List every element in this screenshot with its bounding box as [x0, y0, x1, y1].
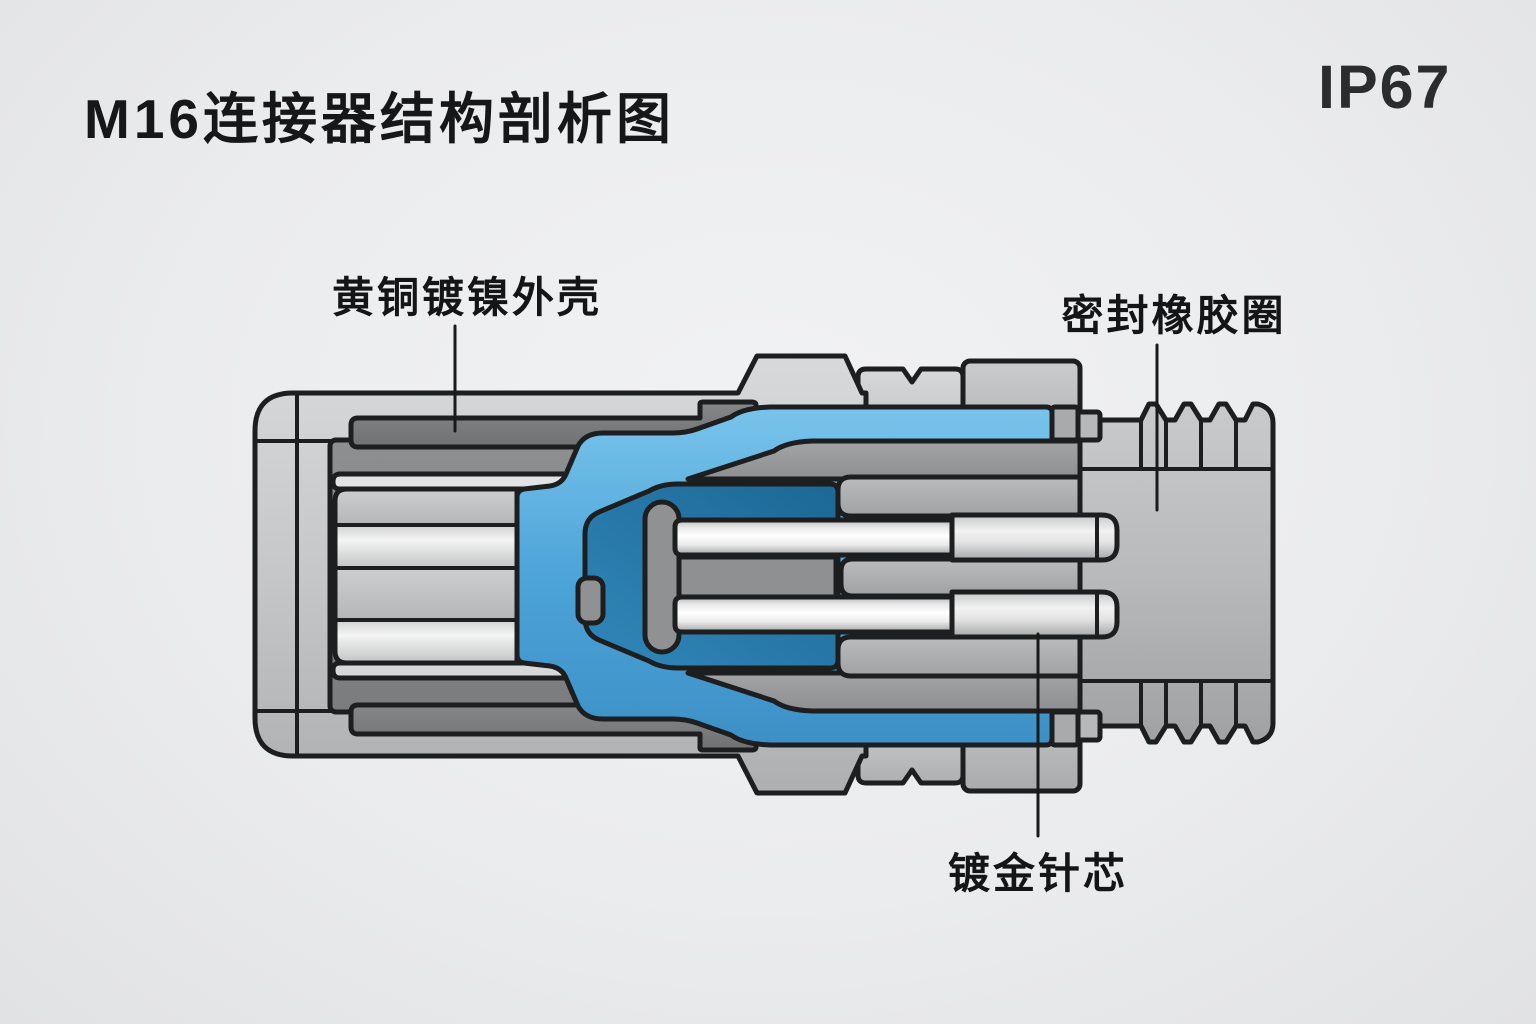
- callout-shell-label: 黄铜镀镍外壳: [331, 274, 603, 321]
- contact-holder-capsule: [642, 499, 682, 655]
- page-title: M16连接器结构剖析图: [84, 88, 675, 150]
- key-notch: [575, 575, 606, 626]
- cable-clamp-lamellae: [332, 486, 520, 666]
- shell-seams: [255, 393, 332, 756]
- pin-upper: [672, 517, 955, 558]
- threaded-body: [1049, 401, 1276, 748]
- contact-pins: [672, 512, 1120, 640]
- callout-pin-core-label: 镀金针芯: [947, 850, 1129, 897]
- leader-lines: [453, 324, 1159, 838]
- pin-lower: [672, 594, 955, 635]
- pin-sleeve-upper: [949, 512, 1120, 563]
- ip-rating-badge: IP67: [1318, 53, 1452, 121]
- callout-seal-ring-label: 密封橡胶圈: [1061, 292, 1287, 339]
- thread-profile: [1077, 401, 1276, 745]
- pin-sleeve-lower: [949, 589, 1120, 640]
